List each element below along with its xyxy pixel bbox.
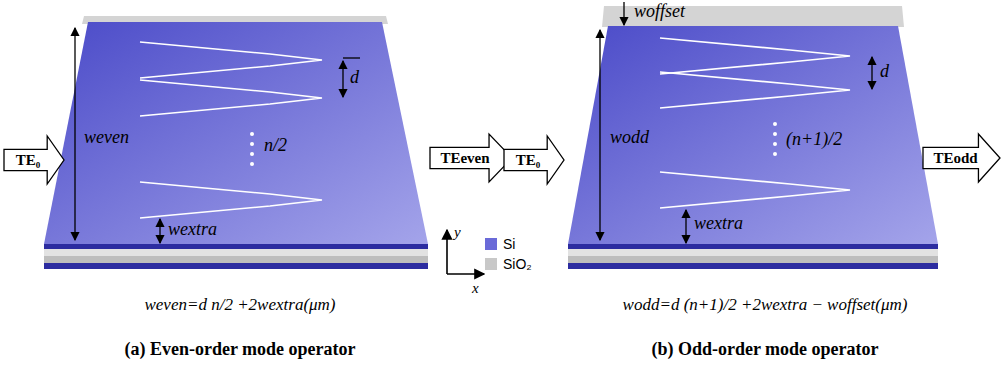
dimension-label: wextra (168, 220, 217, 240)
legend-text: Si (503, 236, 515, 252)
legend: SiSiO₂ (485, 234, 532, 274)
mode-label: TEeven (440, 150, 501, 167)
legend-swatch (485, 238, 497, 250)
legend-row: SiO₂ (485, 254, 532, 274)
dimension-arrows (600, 2, 872, 243)
taper-lines (660, 38, 850, 208)
axis-label: x (472, 280, 479, 297)
block-arrow: TE₀ (4, 136, 64, 184)
mode-label: TEodd (933, 150, 989, 167)
dimension-arrows (75, 28, 360, 243)
dimension-label: woffset (634, 2, 685, 22)
legend-text: SiO₂ (503, 256, 532, 272)
axis-arrows (447, 230, 484, 274)
sub-caption: (a) Even-order mode operator (124, 340, 355, 360)
block-arrow: TEodd (923, 134, 1000, 182)
count-label: n/2 (264, 136, 287, 156)
width-formula: wodd=d (n+1)/2 +2wextra − woffset(μm) (623, 296, 908, 315)
mode-label: TE₀ (516, 152, 553, 169)
sub-caption: (b) Odd-order mode operator (651, 340, 878, 360)
dimension-label: wextra (694, 214, 743, 234)
dimension-label: wodd (610, 128, 649, 148)
width-formula: weven=d n/2 +2wextra(μm) (144, 296, 335, 315)
taper-lines (140, 42, 322, 218)
legend-row: Si (485, 234, 532, 254)
axis-label: y (454, 224, 461, 241)
dimension-label: weven (84, 128, 129, 148)
block-arrow: TEeven (430, 134, 512, 182)
waveguide-slab (44, 16, 428, 269)
waveguide-slab (568, 6, 938, 269)
mode-label: TE₀ (16, 152, 53, 169)
block-arrow: TE₀ (504, 136, 564, 184)
ellipsis-dots (773, 122, 777, 156)
count-label: (n+1)/2 (786, 130, 842, 150)
dimension-label: d (880, 62, 889, 82)
legend-swatch (485, 258, 497, 270)
ellipsis-dots (250, 132, 254, 166)
dimension-label: d (350, 68, 359, 88)
